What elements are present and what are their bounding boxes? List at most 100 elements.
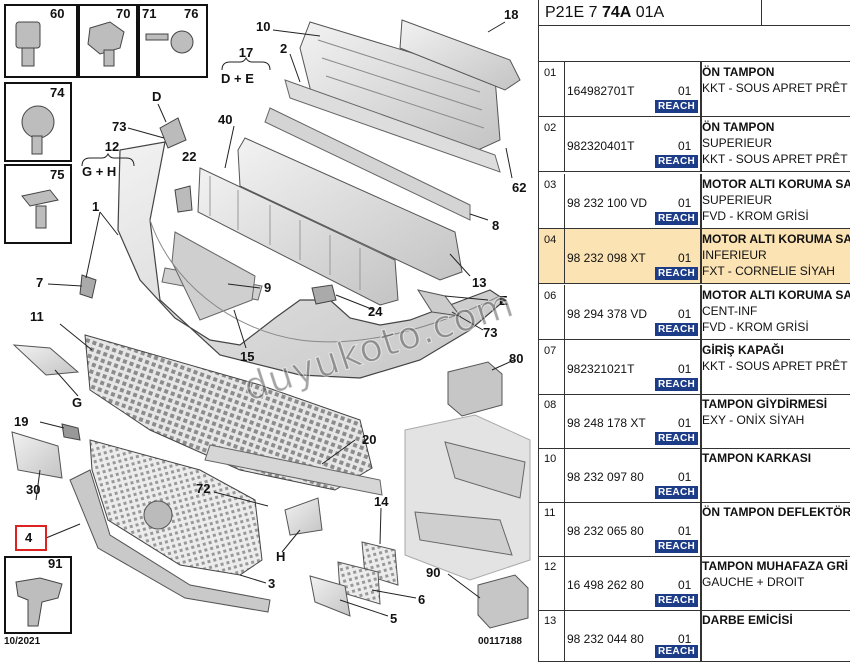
part-title: ÖN TAMPON DEFLEKTÖR: [702, 505, 850, 519]
part-number[interactable]: 98 232 065 80: [567, 524, 644, 538]
diagram-drawing: [11, 19, 531, 629]
label-80: 80: [509, 351, 524, 366]
label-G: G: [72, 395, 83, 410]
part-40-absorber: [197, 167, 399, 306]
part-number[interactable]: 98 248 178 XT: [567, 416, 646, 430]
part-number[interactable]: 982320401T: [567, 139, 635, 153]
part-number[interactable]: 164982701T: [567, 84, 635, 98]
part-90-block: [477, 574, 529, 629]
reach-badge[interactable]: REACH: [654, 378, 698, 391]
label-73-top: 73: [112, 119, 127, 134]
label-4: 4: [25, 530, 33, 545]
brace-12: [81, 152, 135, 167]
label-H: H: [276, 549, 286, 564]
row-reference-cell: 98 232 098 XT REACH: [566, 229, 701, 283]
description-line: INFERIEUR: [702, 248, 767, 262]
part-number[interactable]: 98 232 044 80: [567, 632, 644, 646]
quantity: 01: [678, 84, 692, 98]
group-17-number: 17: [238, 45, 254, 60]
label-70: 70: [116, 6, 131, 21]
quantity: 01: [678, 524, 692, 538]
part-13-beam: [237, 137, 463, 281]
leader-lines: [35, 21, 515, 617]
reach-badge[interactable]: REACH: [654, 645, 698, 658]
label-20: 20: [362, 432, 377, 447]
label-11: 11: [30, 309, 44, 324]
part-title: DARBE EMİCİSİ: [702, 613, 793, 627]
label-G-H: G + H: [82, 164, 117, 179]
part-number[interactable]: 98 232 100 VD: [567, 196, 648, 210]
description-line: FXT - CORNELIE SİYAH: [702, 264, 835, 278]
label-7: 7: [36, 275, 44, 290]
label-71: 71: [142, 6, 157, 21]
part-number[interactable]: 98 294 378 VD: [567, 307, 648, 321]
row-index: 02: [539, 117, 565, 171]
reach-badge[interactable]: REACH: [654, 155, 698, 168]
row-index: 03: [539, 174, 565, 228]
part-4-grille-frame: [69, 469, 271, 613]
quantity: 01: [678, 139, 692, 153]
part-number[interactable]: 982321021T: [567, 362, 635, 376]
diagram-reference: P21E 7 74A 01A: [539, 0, 850, 26]
part-18-bracket: [399, 19, 521, 91]
quantity: 01: [678, 307, 692, 321]
exploded-parts-diagram: 60 70 71 76 74 75 10 18 2 17 D + E D 73 …: [4, 4, 531, 647]
part-number[interactable]: 98 232 098 XT: [567, 251, 646, 265]
reach-badge[interactable]: REACH: [654, 267, 698, 280]
row-index: 12: [539, 556, 565, 610]
reach-badge[interactable]: REACH: [654, 432, 698, 445]
label-D: D: [152, 89, 162, 104]
reach-badge[interactable]: REACH: [654, 594, 698, 607]
part-title: MOTOR ALTI KORUMA SA: [702, 177, 850, 191]
label-18: 18: [504, 7, 519, 22]
part-G-side-bracket: [12, 344, 80, 376]
label-1: 1: [92, 199, 100, 214]
part-number[interactable]: 16 498 262 80: [567, 578, 644, 592]
quantity: 01: [678, 578, 692, 592]
label-60: 60: [50, 6, 65, 21]
part-1-bumper-cover: [117, 141, 506, 379]
row-reference-cell: 98 248 178 XT REACH: [566, 394, 701, 448]
diagram-date: 10/2021: [4, 636, 41, 647]
row-reference-cell: 164982701T REACH: [566, 62, 701, 116]
part-24-sensor: [311, 284, 337, 305]
part-6-insert: [337, 561, 381, 605]
description-line: CENT-INF: [702, 304, 758, 318]
quantity: 01: [678, 470, 692, 484]
brace-17: [221, 56, 271, 71]
part-title: ÖN TAMPON: [702, 65, 775, 79]
reach-badge[interactable]: REACH: [654, 323, 698, 336]
label-19: 19: [14, 414, 29, 429]
selected-part-4-box: [15, 525, 47, 551]
label-91: 91: [48, 556, 63, 571]
part-7-clip: [79, 274, 97, 299]
fastener-icons: [15, 21, 194, 229]
reach-badge[interactable]: REACH: [654, 100, 698, 113]
part-number[interactable]: 98 232 097 80: [567, 470, 644, 484]
row-reference-cell: 982320401T REACH: [566, 117, 701, 171]
description-line: KKT - SOUS APRET PRÊT: [702, 359, 848, 373]
reach-badge[interactable]: REACH: [654, 486, 698, 499]
part-title: ÖN TAMPON: [702, 120, 775, 134]
quantity: 01: [678, 632, 692, 646]
quantity: 01: [678, 251, 692, 265]
part-20-lower-strip: [204, 444, 383, 496]
reach-badge[interactable]: REACH: [654, 540, 698, 553]
description-line: SUPERIEUR: [702, 136, 773, 150]
reach-badge[interactable]: REACH: [654, 212, 698, 225]
label-D-E: D + E: [221, 71, 254, 86]
row-index: 01: [539, 62, 565, 116]
